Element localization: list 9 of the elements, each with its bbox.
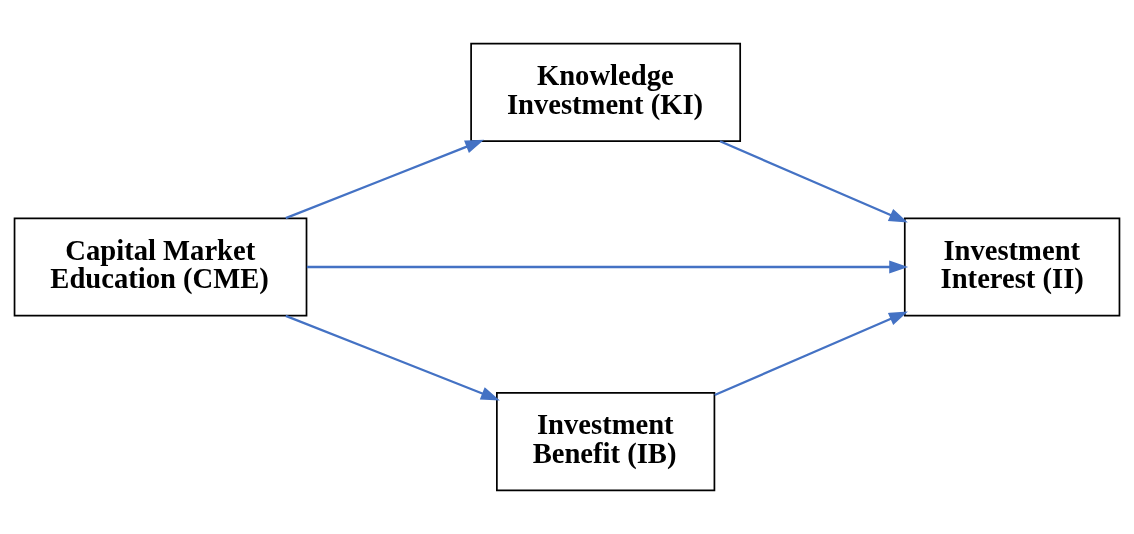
arrow bbox=[719, 140, 908, 223]
arrow bbox=[285, 139, 485, 220]
node-box: Knowledge Investment (KI) bbox=[470, 42, 742, 142]
arrow bbox=[285, 314, 500, 401]
node-box: Capital Market Education (CME) bbox=[13, 217, 308, 317]
node-box: Investment Benefit (IB) bbox=[496, 392, 716, 492]
arrow bbox=[306, 260, 909, 274]
node-box: Investment Interest (II) bbox=[903, 217, 1121, 317]
arrow bbox=[714, 311, 908, 397]
